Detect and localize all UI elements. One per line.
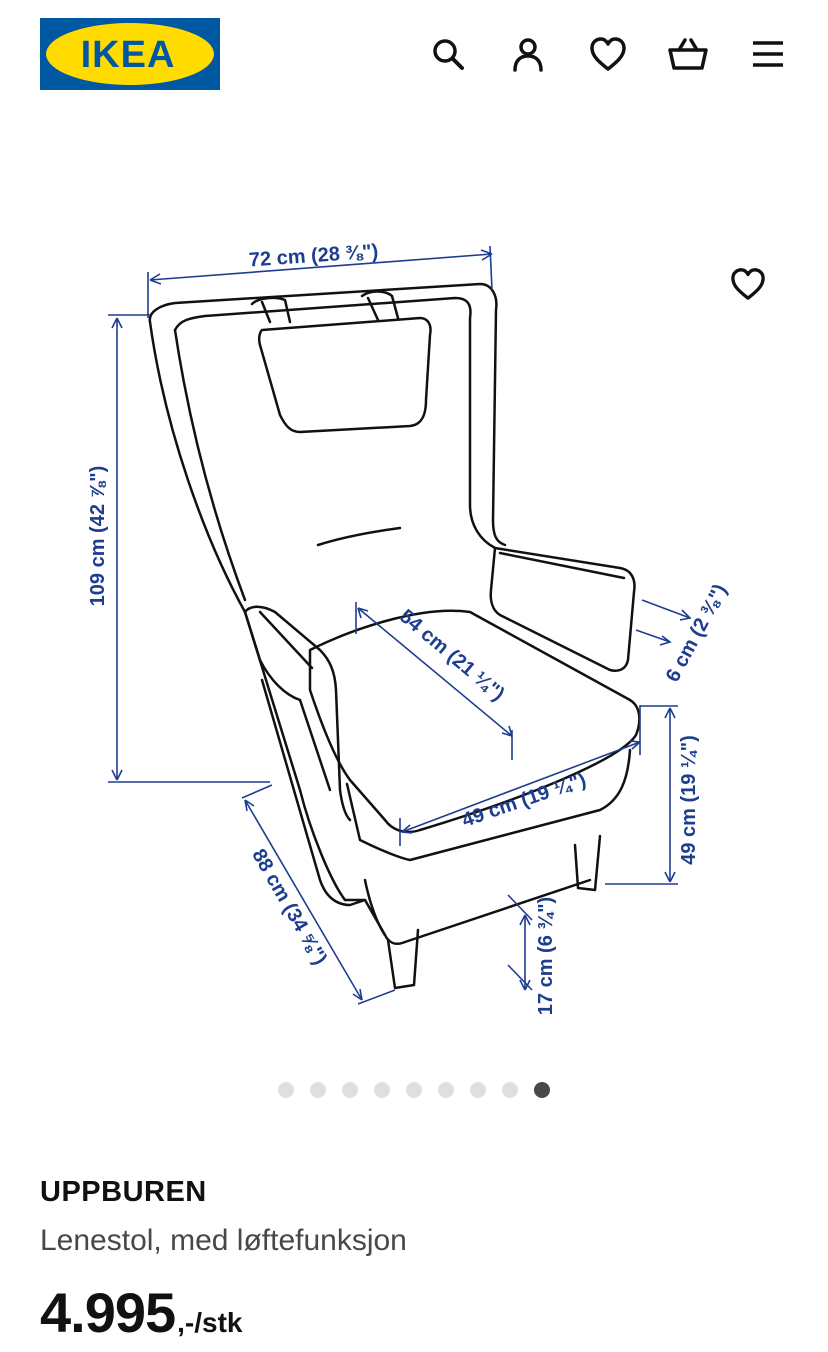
dimension-leg-height: 17 cm (6 ¾")	[535, 897, 557, 1015]
dimension-seat-depth: 54 cm (21 ¼")	[395, 605, 508, 705]
dimension-height: 109 cm (42 ⅞")	[87, 466, 109, 607]
gallery-dot[interactable]	[502, 1082, 518, 1098]
gallery-dot[interactable]	[374, 1082, 390, 1098]
dimension-seat-height: 49 cm (19 ¼")	[678, 735, 700, 865]
user-icon[interactable]	[506, 32, 550, 76]
basket-icon[interactable]	[666, 32, 710, 76]
product-image-gallery[interactable]: 72 cm (28 ⅜") 109 cm (42 ⅞") 54 cm (21 ¼…	[0, 120, 828, 1060]
product-price: 4.995 ,-/stk	[40, 1280, 243, 1345]
gallery-pagination	[0, 1082, 828, 1100]
dimension-lines	[108, 245, 692, 1005]
favourite-heart-icon[interactable]	[724, 260, 772, 308]
gallery-dot[interactable]	[534, 1082, 550, 1098]
product-name: UPPBUREN	[40, 1176, 207, 1208]
chair-dimension-diagram: 72 cm (28 ⅜") 109 cm (42 ⅞") 54 cm (21 ¼…	[87, 241, 732, 1016]
product-description: Lenestol, med løftefunksjon	[40, 1224, 407, 1257]
chair-outline	[148, 282, 641, 990]
search-icon[interactable]	[426, 32, 470, 76]
gallery-dot[interactable]	[278, 1082, 294, 1098]
gallery-dot[interactable]	[438, 1082, 454, 1098]
ikea-logo[interactable]: IKEA	[40, 18, 220, 90]
gallery-dot[interactable]	[310, 1082, 326, 1098]
heart-icon[interactable]	[586, 32, 630, 76]
dimension-seat-width: 49 cm (19 ¼")	[459, 769, 589, 832]
gallery-dot[interactable]	[470, 1082, 486, 1098]
gallery-dot[interactable]	[406, 1082, 422, 1098]
dimension-depth: 88 cm (34 ⅝")	[247, 845, 331, 968]
menu-icon[interactable]	[746, 32, 790, 76]
gallery-dot[interactable]	[342, 1082, 358, 1098]
logo-text: IKEA	[81, 34, 176, 76]
price-amount: 4.995	[40, 1281, 176, 1344]
header: IKEA	[0, 0, 828, 110]
price-suffix: ,-/stk	[177, 1307, 243, 1338]
dimension-armrest-height: 6 cm (2 ⅜")	[662, 581, 732, 686]
dimension-width: 72 cm (28 ⅜")	[248, 241, 379, 272]
